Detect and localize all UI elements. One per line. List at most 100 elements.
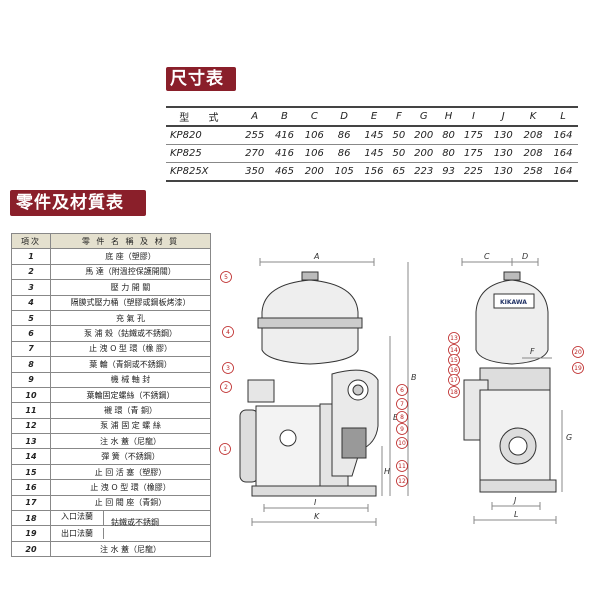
callout-number: 9 xyxy=(400,426,404,433)
dim-value-cell: 50 xyxy=(388,126,409,145)
dim-header-cell: G xyxy=(408,106,439,127)
callout-circle xyxy=(396,411,408,423)
item-name: 馬 達（附溫控保護開關） xyxy=(50,263,211,281)
dim-label: C xyxy=(484,252,490,261)
dim-header-cell: E xyxy=(359,106,389,127)
item-name: 充 氣 孔 xyxy=(50,309,211,327)
dim-value-cell: 145 xyxy=(359,126,389,145)
item-name: 葉輪固定螺絲（不銹鋼） xyxy=(50,386,211,404)
dim-label: B xyxy=(411,373,417,382)
callout-circle xyxy=(396,460,408,472)
dim-value-cell: 208 xyxy=(518,144,548,163)
callout-number: 17 xyxy=(450,377,458,384)
side-view xyxy=(461,258,563,524)
dim-value-cell: 270 xyxy=(239,144,270,163)
callout-circle xyxy=(222,362,234,374)
dim-value-cell: 255 xyxy=(239,126,270,145)
dim-value-cell: 208 xyxy=(518,126,548,145)
dim-label: L xyxy=(514,510,518,519)
item-number: 9 xyxy=(11,371,51,388)
item-number: 8 xyxy=(11,356,51,373)
dim-label: E xyxy=(393,413,399,422)
callout-number: 15 xyxy=(450,357,458,364)
item-name: 壓 力 開 關 xyxy=(50,279,211,296)
item-number: 7 xyxy=(11,340,51,358)
dim-value-cell: 175 xyxy=(458,126,489,145)
callout-circle xyxy=(448,332,460,344)
dim-value-cell: 164 xyxy=(547,162,578,182)
callout-number: 19 xyxy=(574,365,582,372)
dim-value-cell: 86 xyxy=(329,144,360,163)
callout-circle xyxy=(448,386,460,398)
dim-value-cell: 200 xyxy=(299,162,330,182)
callout-number: 14 xyxy=(450,347,458,354)
dim-header-cell: I xyxy=(458,106,489,127)
item-name: 注 水 蓋（尼龍） xyxy=(50,433,211,450)
model-cell: KP825 xyxy=(166,144,240,163)
item-number: 13 xyxy=(11,433,51,450)
callout-number: 7 xyxy=(400,401,404,408)
dim-header-cell: A xyxy=(239,106,270,127)
dim-header-cell: L xyxy=(547,106,578,127)
item-number: 2 xyxy=(11,263,51,281)
dim-label: F xyxy=(530,347,535,356)
callout-circle xyxy=(572,362,584,374)
dim-header-cell: B xyxy=(269,106,300,127)
callout-circle xyxy=(222,326,234,338)
front-dimension-labels: A I K B E H xyxy=(313,252,417,521)
callout-number: 18 xyxy=(450,389,458,396)
item-number: 3 xyxy=(11,279,51,296)
callout-number: 10 xyxy=(398,440,406,447)
dim-value-cell: 416 xyxy=(269,144,300,163)
side-dimension-labels: C D F G J L xyxy=(484,252,572,519)
dim-value-cell: 225 xyxy=(458,162,489,182)
item-number: 5 xyxy=(11,309,51,327)
item-number: 1 xyxy=(11,248,51,265)
dim-value-cell: 465 xyxy=(269,162,300,182)
item-name: 彈 簧（不銹鋼） xyxy=(50,448,211,465)
dim-value-cell: 50 xyxy=(388,144,409,163)
dim-header-cell: J xyxy=(488,106,519,127)
dim-value-cell: 175 xyxy=(458,144,489,163)
item-number: 11 xyxy=(11,402,51,419)
callout-number: 12 xyxy=(398,478,406,485)
callout-circle xyxy=(220,271,232,283)
item-name-inlet: 入口法蘭 xyxy=(51,511,104,526)
item-name: 底 座（塑膠） xyxy=(50,248,211,265)
parts-table-title: 零件及材質表 xyxy=(10,190,146,216)
dim-value-cell: 80 xyxy=(438,126,459,145)
item-number: 18 xyxy=(11,510,51,527)
model-cell: KP825X xyxy=(166,162,240,182)
item-number: 17 xyxy=(11,494,51,512)
callout-number: 16 xyxy=(450,367,458,374)
dim-header-cell: H xyxy=(438,106,459,127)
dim-label: H xyxy=(384,467,390,476)
dim-header-cell: 型 式 xyxy=(166,106,240,127)
callout-number: 4 xyxy=(226,329,230,336)
item-name: 襯 環（青 銅） xyxy=(50,402,211,419)
dim-label: I xyxy=(314,498,317,507)
model-cell: KP820 xyxy=(166,126,240,145)
item-name-outlet: 出口法蘭 xyxy=(51,528,104,540)
callout-circle xyxy=(448,374,460,386)
dimension-table-title: 尺寸表 xyxy=(166,67,236,91)
dim-value-cell: 145 xyxy=(359,144,389,163)
item-name: 止 回 閥 座（青銅） xyxy=(50,494,211,512)
parts-header-no: 項次 xyxy=(11,232,51,250)
